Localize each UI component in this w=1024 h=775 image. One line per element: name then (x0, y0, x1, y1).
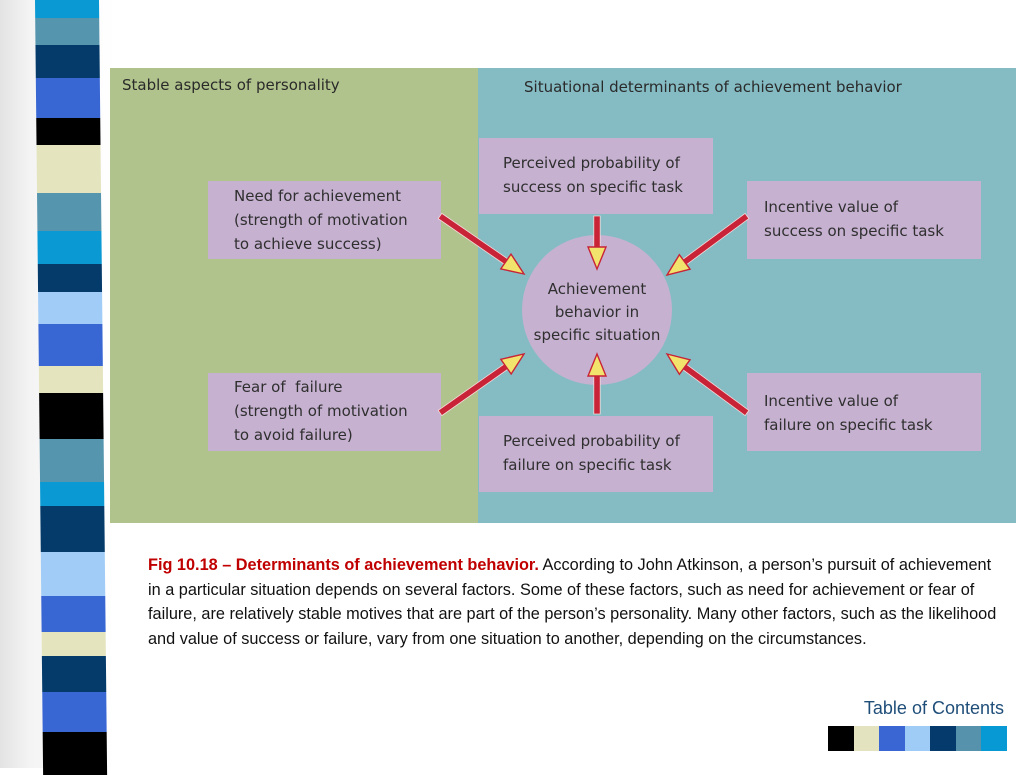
arrow-head (586, 352, 608, 377)
incentive-failure-line-2: failure on specific task (764, 416, 933, 434)
toc-swatch (904, 726, 930, 751)
arrow-from-incentive-failure (665, 352, 750, 417)
diagram-canvas: Stable aspects of personality Situationa… (110, 68, 1016, 523)
arrow-from-prob-failure (586, 352, 608, 415)
arrow-from-need (437, 212, 526, 276)
arrow-from-fear (437, 352, 526, 417)
fear-line-3: to avoid failure) (234, 426, 353, 444)
stripe-block (41, 632, 106, 656)
stripe-block (39, 393, 104, 439)
box-prob-success (479, 138, 713, 214)
arrow-shaft (593, 215, 601, 248)
arrow-head (665, 253, 692, 277)
decorative-stripe (0, 0, 115, 775)
stripe-block (40, 482, 105, 506)
need-line-2: (strength of motivation (234, 211, 408, 229)
box-incentive-failure (747, 373, 981, 451)
arrows (437, 212, 750, 417)
box-fear-of-failure (208, 373, 441, 451)
need-line-3: to achieve success) (234, 235, 382, 253)
center-line-1: Achievement (548, 280, 647, 298)
toc-swatch (955, 726, 981, 751)
caption-body: According to John Atkinson, a person’s p… (148, 556, 997, 649)
box-prob-failure (479, 416, 713, 492)
figure-label: Fig 10.18 – Determinants of achievement … (148, 556, 539, 574)
stripe-block (37, 231, 102, 264)
left-heading: Stable aspects of personality (122, 76, 340, 94)
stripe-block (35, 78, 101, 118)
incentive-failure-line-1: Incentive value of (764, 392, 899, 410)
stripe-block (35, 18, 100, 45)
right-heading: Situational determinants of achievement … (524, 78, 903, 96)
stripe-block (42, 692, 107, 732)
figure-caption: Fig 10.18 – Determinants of achievement … (148, 553, 998, 652)
stripe-block (36, 118, 101, 145)
stripe-blocks (35, 0, 108, 775)
stripe-block (42, 732, 108, 775)
arrow-head (499, 352, 526, 376)
toc-swatch (853, 726, 879, 751)
table-of-contents-link[interactable]: Table of Contents (863, 698, 1004, 718)
stripe-block (35, 45, 100, 78)
stripe-block (40, 552, 106, 596)
stripe-block (35, 0, 100, 18)
stripe-block (38, 324, 103, 366)
prob-success-line-2: success on specific task (503, 178, 683, 196)
center-line-2: behavior in (555, 303, 639, 321)
stripe-block (39, 439, 105, 482)
toc-color-swatches (828, 726, 1007, 751)
prob-failure-line-2: failure on specific task (503, 456, 672, 474)
toc-swatch (879, 726, 905, 751)
arrow-shaft (593, 375, 601, 415)
fear-line-1: Fear of failure (234, 378, 343, 396)
stripe-block (41, 596, 106, 632)
box-need-for-achievement (208, 181, 441, 259)
stripe-block (37, 264, 103, 292)
prob-failure-line-1: Perceived probability of (503, 432, 681, 450)
incentive-success-line-2: success on specific task (764, 222, 944, 240)
stripe-block (36, 145, 102, 193)
arrow-head (586, 246, 608, 271)
achievement-diagram: Stable aspects of personality Situationa… (110, 68, 1016, 523)
fear-line-2: (strength of motivation (234, 402, 408, 420)
stripe-block (41, 656, 107, 692)
stripe-block (38, 366, 104, 393)
center-line-3: specific situation (534, 326, 661, 344)
incentive-success-line-1: Incentive value of (764, 198, 899, 216)
stripe-block (37, 193, 102, 231)
arrow-from-prob-success (586, 215, 608, 271)
left-panel (110, 68, 478, 523)
arrow-head (665, 352, 692, 376)
arrow-from-incentive-success (665, 212, 750, 277)
toc-swatch (981, 726, 1007, 751)
arrow-head (499, 252, 526, 276)
stripe-block (38, 292, 103, 324)
toc-swatch (930, 726, 956, 751)
need-line-1: Need for achievement (234, 187, 401, 205)
box-incentive-success (747, 181, 981, 259)
toc-swatch (828, 726, 854, 751)
stripe-block (40, 506, 105, 552)
prob-success-line-1: Perceived probability of (503, 154, 681, 172)
center-circle (522, 235, 672, 385)
